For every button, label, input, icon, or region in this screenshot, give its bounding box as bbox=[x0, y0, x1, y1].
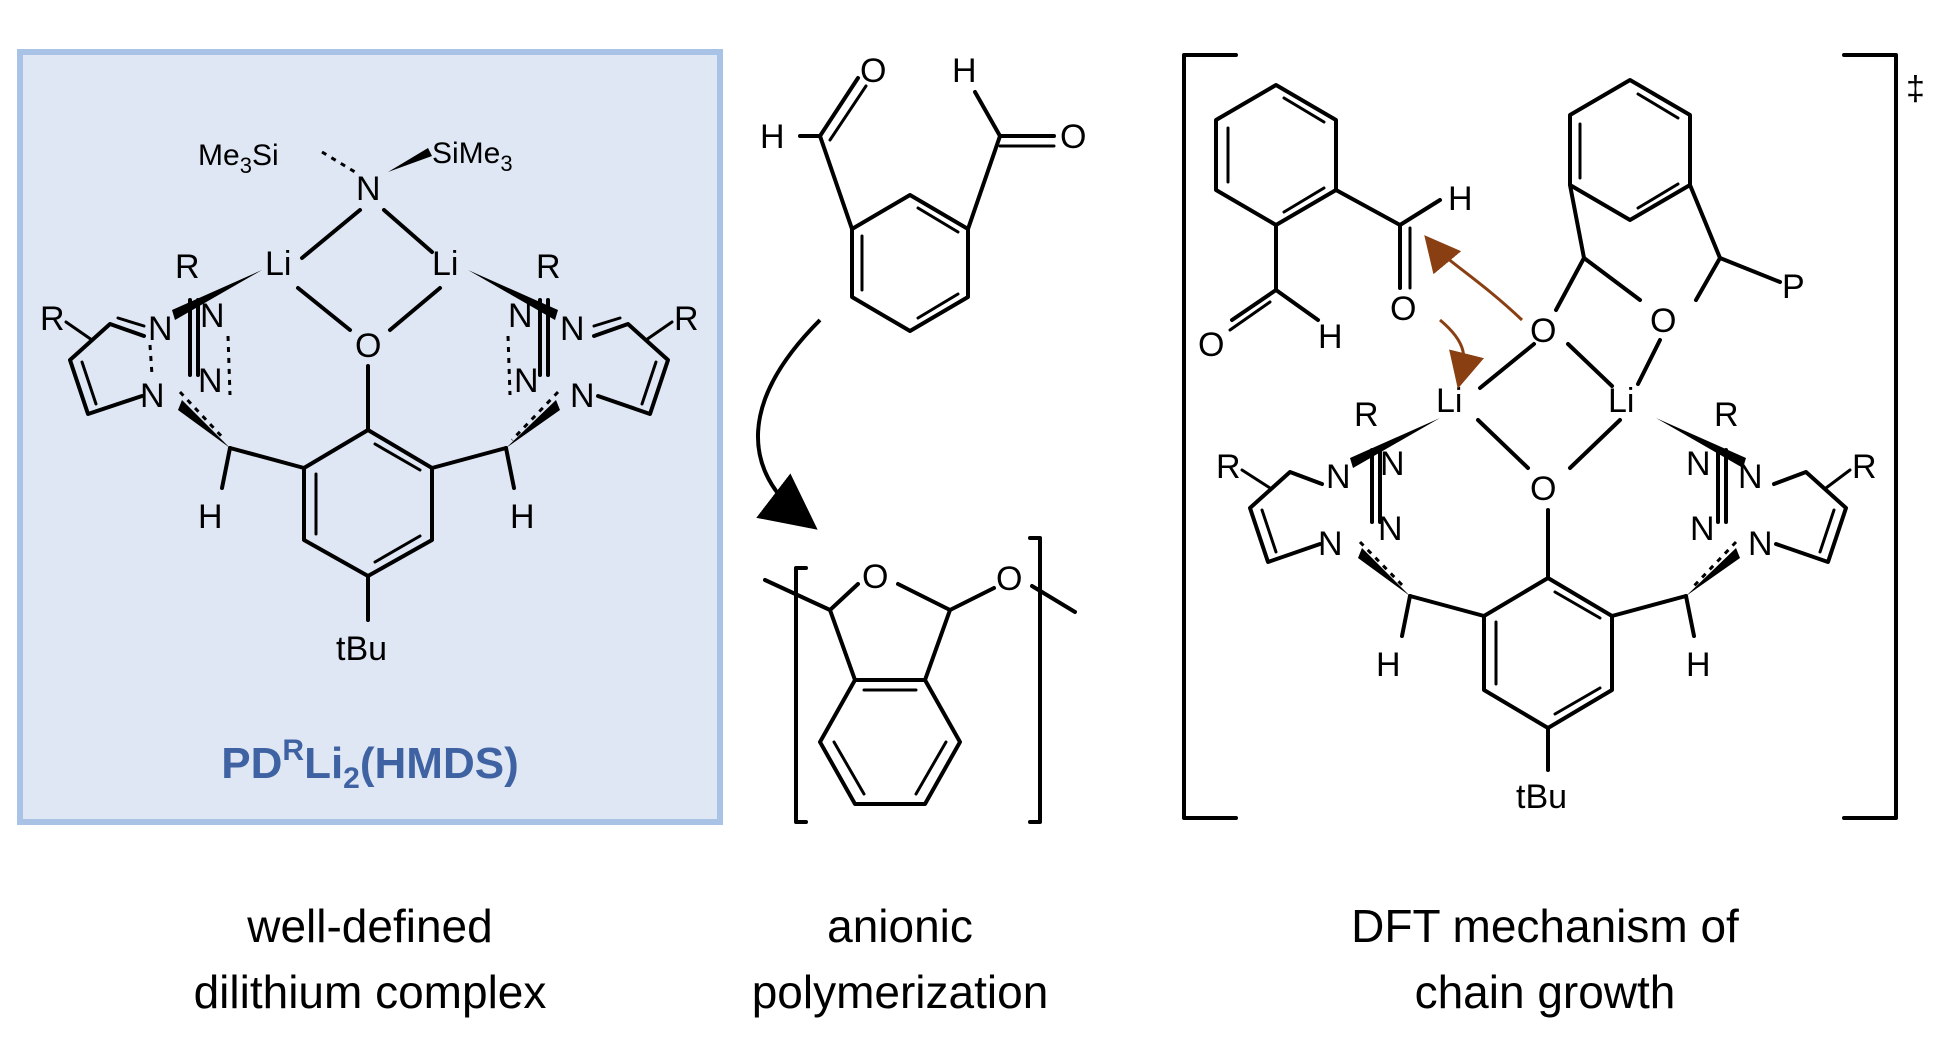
o-ts-phenoxide: O bbox=[1530, 470, 1556, 508]
r-ts-left-top: R bbox=[1354, 396, 1379, 434]
o-ts-ring: O bbox=[1650, 302, 1676, 340]
r-right: R bbox=[674, 300, 699, 338]
caption-middle-line2: polymerization bbox=[752, 966, 1049, 1018]
n-right-pz2: N bbox=[560, 310, 585, 348]
phthalaldehyde-structure: H O H O bbox=[760, 52, 1086, 333]
li-right: Li bbox=[432, 245, 458, 283]
h-aldehyde-right: H bbox=[952, 52, 977, 90]
n-ts-left3: N bbox=[1378, 510, 1403, 548]
n-ts-right4: N bbox=[1686, 445, 1711, 483]
transition-state-structure: ‡ H O H O O P O Li Li bbox=[1182, 53, 1925, 820]
me3si-label: Me3Si bbox=[198, 139, 279, 178]
li-ts-right: Li bbox=[1608, 382, 1634, 420]
polymerization-arrow bbox=[755, 318, 822, 530]
h-ts-left: H bbox=[1376, 646, 1401, 684]
o-aldehyde-right: O bbox=[1060, 118, 1086, 156]
o-ts-carbonyl: O bbox=[1390, 290, 1416, 328]
o-aldehyde-left: O bbox=[860, 52, 886, 90]
double-dagger-mark: ‡ bbox=[1906, 70, 1925, 108]
r-ts-left: R bbox=[1216, 448, 1241, 486]
tbu-label: tBu bbox=[336, 630, 387, 668]
sime3-label: SiMe3 bbox=[432, 137, 513, 176]
n-ts-right3: N bbox=[1690, 510, 1715, 548]
pd-complex-structure: Me3Si SiMe3 N Li Li O tBu H N N R N bbox=[40, 137, 699, 668]
li-ts-left: Li bbox=[1436, 382, 1462, 420]
o-phenoxide: O bbox=[355, 327, 381, 365]
polyphthalaldehyde-structure: O O bbox=[763, 536, 1077, 824]
h-right: H bbox=[510, 498, 535, 536]
compound-name: PDRLi2(HMDS) bbox=[221, 734, 518, 795]
h-ts-aldehyde1: H bbox=[1448, 180, 1473, 218]
h-aldehyde-left: H bbox=[760, 118, 785, 156]
caption-left-line2: dilithium complex bbox=[194, 966, 547, 1018]
n-left-pz3: N bbox=[198, 362, 223, 400]
r-left: R bbox=[40, 300, 65, 338]
h-left: H bbox=[198, 498, 223, 536]
caption-right-line1: DFT mechanism of bbox=[1351, 900, 1739, 952]
n-right-pz3: N bbox=[514, 362, 539, 400]
o-chain-polymer: O bbox=[996, 560, 1022, 598]
n-ts-left1: N bbox=[1318, 525, 1343, 563]
p-chain-label: P bbox=[1782, 268, 1805, 306]
o-ts-aldehyde2: O bbox=[1198, 326, 1224, 364]
r-left-top: R bbox=[175, 248, 200, 286]
h-ts-aldehyde2: H bbox=[1318, 318, 1343, 356]
r-ts-right: R bbox=[1852, 448, 1877, 486]
o-ring-polymer: O bbox=[862, 558, 888, 596]
complex-highlight-box bbox=[17, 49, 723, 825]
n-ts-right1: N bbox=[1748, 525, 1773, 563]
n-ts-left4: N bbox=[1380, 445, 1405, 483]
n-left-pz4: N bbox=[200, 297, 225, 335]
h-ts-right: H bbox=[1686, 646, 1711, 684]
tbu-ts-label: tBu bbox=[1516, 778, 1567, 816]
r-ts-right-top: R bbox=[1714, 396, 1739, 434]
n-right-pz1: N bbox=[570, 377, 595, 415]
n-left-pz1: N bbox=[140, 377, 165, 415]
r-right-top: R bbox=[536, 248, 561, 286]
n-left-pz2: N bbox=[148, 310, 173, 348]
caption-right-line2: chain growth bbox=[1415, 966, 1676, 1018]
n-ts-left2: N bbox=[1326, 458, 1351, 496]
li-left: Li bbox=[265, 245, 291, 283]
caption-left-line1: well-defined bbox=[246, 900, 492, 952]
caption-middle-line1: anionic bbox=[827, 900, 973, 952]
n-amide: N bbox=[356, 170, 381, 208]
